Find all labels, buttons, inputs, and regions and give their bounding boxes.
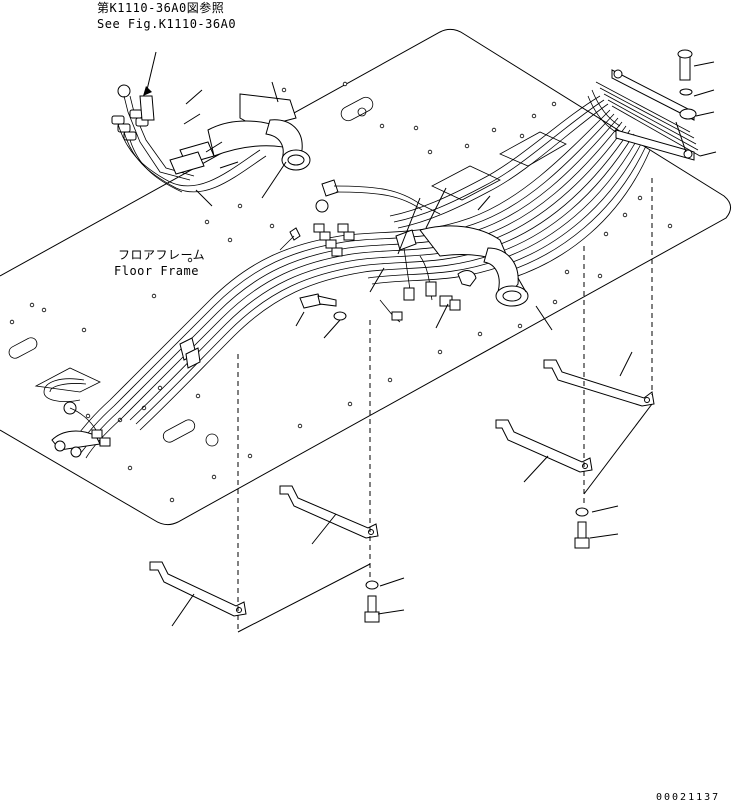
assembly-lines <box>237 178 653 633</box>
floor-frame-plate <box>0 28 731 526</box>
elbow-duct-lower <box>419 225 529 307</box>
clamp-top-right <box>611 49 697 161</box>
floor-frame-label-ja: フロアフレーム <box>118 248 205 262</box>
hose-fittings-center <box>279 179 477 323</box>
hose-loop-left <box>43 337 201 458</box>
bracket-bolts <box>364 507 590 623</box>
leader-lines <box>171 61 717 627</box>
hose-fittings-upper-left <box>111 51 267 193</box>
bracket-center-right <box>495 419 593 473</box>
plate-holes <box>9 81 673 503</box>
floor-frame-label-en: Floor Frame <box>114 264 199 278</box>
bracket-left <box>149 561 247 617</box>
hose-bundle <box>71 95 651 459</box>
elbow-duct-upper <box>207 93 311 171</box>
reference-label-ja: 第K1110-36A0図参照 <box>97 0 224 15</box>
frame-bolt <box>299 293 347 321</box>
plate-slots <box>8 96 567 447</box>
bracket-center <box>279 485 379 539</box>
drawing-code: 00021137 <box>656 792 720 803</box>
bracket-right <box>543 359 655 407</box>
reference-label-en: See Fig.K1110-36A0 <box>97 17 236 31</box>
reference-arrow <box>145 51 157 95</box>
